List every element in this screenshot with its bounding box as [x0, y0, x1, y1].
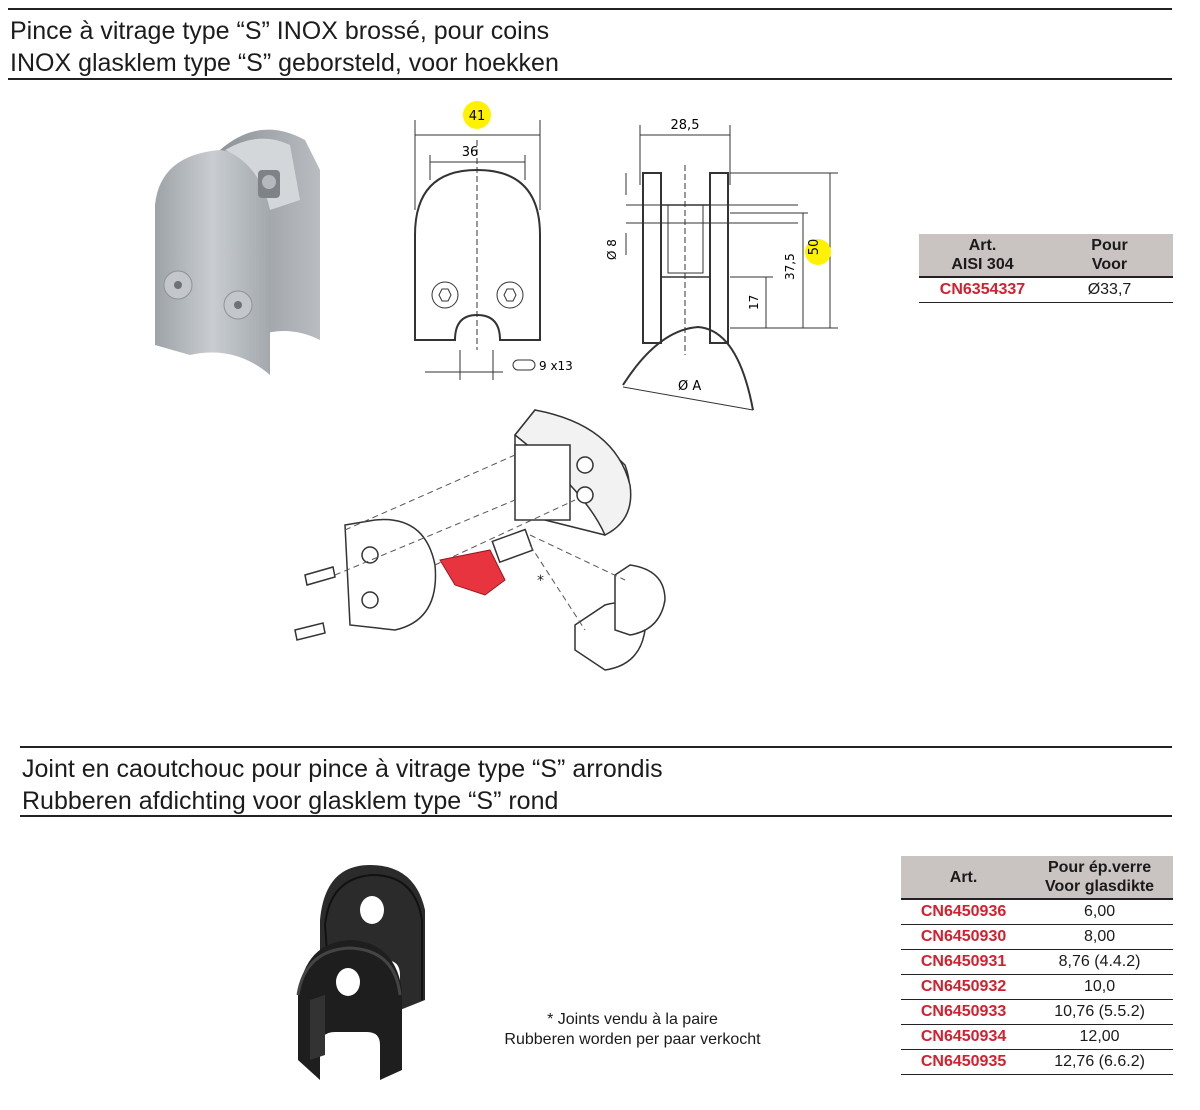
bottom-rule-2 [20, 815, 1172, 817]
article-value: 10,0 [1026, 974, 1173, 1000]
header-thickness: Pour ép.verre Voor glasdikte [1026, 856, 1173, 900]
rubber-gasket-photo [296, 865, 425, 1080]
article-code: CN6450936 [901, 899, 1027, 925]
article-value: 12,00 [1026, 1024, 1173, 1050]
dim-a-label: Ø A [678, 379, 701, 394]
table-header-row: Art. AISI 304 Pour Voor [919, 234, 1173, 278]
header-art-line2: AISI 304 [951, 256, 1014, 273]
dim-slot-label: 9 x13 [539, 359, 573, 373]
section1-title-fr: Pince à vitrage type “S” INOX brossé, po… [10, 17, 550, 45]
article-value: 10,76 (5.5.2) [1026, 999, 1173, 1025]
dim-17-label: 17 [747, 295, 761, 310]
header-pour-line1: Pour [1091, 237, 1128, 254]
section2-title-fr: Joint en caoutchouc pour pince à vitrage… [22, 755, 663, 783]
table-header-row: Art. Pour ép.verre Voor glasdikte [901, 856, 1173, 900]
gasket-spec-table: Art. Pour ép.verre Voor glasdikte CN6450… [901, 856, 1173, 1075]
dim-285-label: 28,5 [671, 118, 700, 133]
article-value: 6,00 [1026, 899, 1173, 925]
header-art: Art. AISI 304 [919, 234, 1046, 278]
header-pour: Pour Voor [1046, 234, 1173, 278]
front-drawing: 41 36 9 x13 [414, 101, 573, 380]
article-code: CN6450935 [901, 1049, 1027, 1075]
dim-375-label: 37,5 [783, 253, 797, 280]
note-fr: * Joints vendu à la paire [547, 1011, 718, 1028]
top-rule-2 [20, 746, 1172, 748]
top-rule-1 [8, 8, 1172, 10]
clamp-spec-table: Art. AISI 304 Pour Voor CN6354337 Ø33,7 [919, 234, 1173, 303]
article-value: 12,76 (6.6.2) [1026, 1049, 1173, 1075]
note-nl: Rubberen worden per paar verkocht [504, 1031, 761, 1048]
side-drawing: 28,5 Ø 8 50 37,5 17 Ø A [605, 118, 838, 411]
article-value: 8,76 (4.4.2) [1026, 949, 1173, 975]
table-row: CN6354337 Ø33,7 [919, 277, 1173, 303]
dim-36-label: 36 [462, 145, 479, 160]
article-code: CN6450933 [901, 999, 1027, 1025]
clamp-photo [155, 129, 320, 375]
dim-d8-label: Ø 8 [605, 239, 619, 260]
section1-title-nl: INOX glasklem type “S” geborsteld, voor … [10, 49, 559, 77]
article-code: CN6450930 [901, 924, 1027, 950]
header-art: Art. [901, 856, 1027, 900]
header-thickness-line1: Pour ép.verre [1047, 859, 1152, 876]
section2-title-nl: Rubberen afdichting voor glasklem type “… [22, 787, 559, 815]
bottom-rule-1 [8, 78, 1172, 80]
header-art-line1: Art. [968, 237, 997, 254]
article-code: CN6450932 [901, 974, 1027, 1000]
article-code: CN6450931 [901, 949, 1027, 975]
header-pour-line2: Voor [1091, 256, 1128, 273]
exploded-assembly-drawing: * [294, 409, 666, 671]
dim-50-label: 50 [807, 239, 822, 256]
svg-text:*: * [537, 573, 544, 589]
header-thickness-line2: Voor glasdikte [1045, 878, 1155, 895]
article-value: Ø33,7 [1046, 277, 1173, 303]
article-value: 8,00 [1026, 924, 1173, 950]
article-code: CN6354337 [919, 277, 1046, 303]
article-code: CN6450934 [901, 1024, 1027, 1050]
dim-41-label: 41 [469, 109, 486, 124]
